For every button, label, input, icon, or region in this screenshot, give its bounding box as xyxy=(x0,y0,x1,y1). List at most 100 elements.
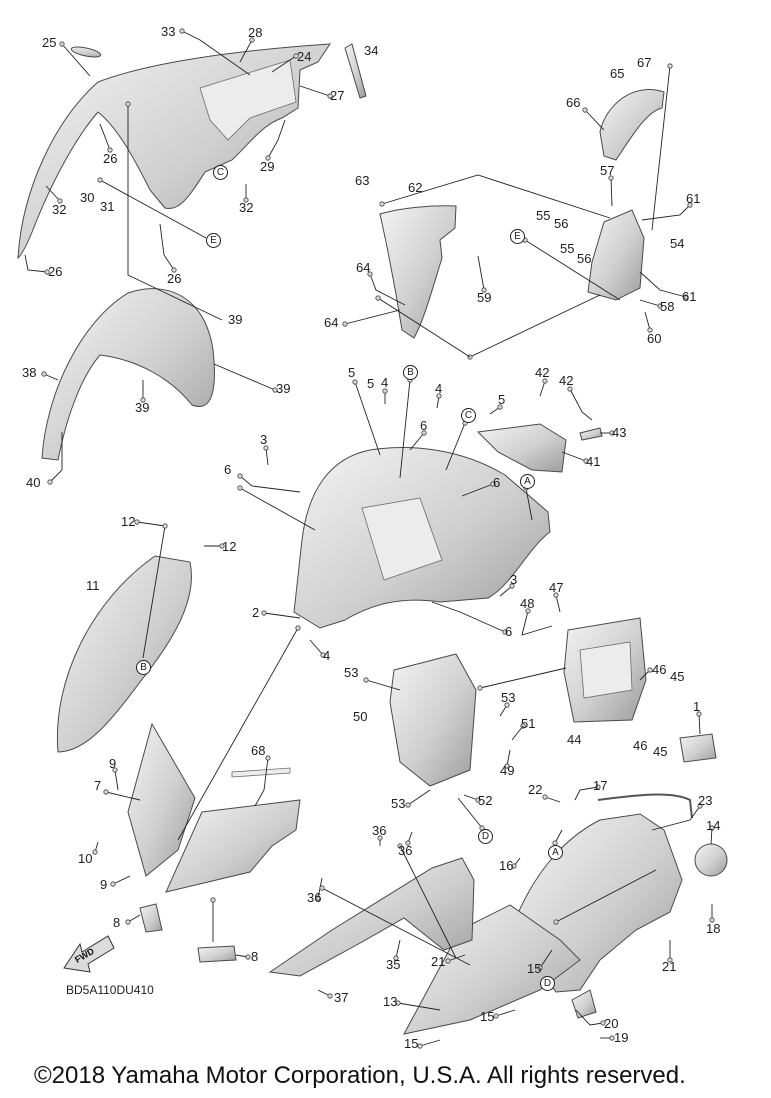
fastener xyxy=(609,430,615,436)
fastener xyxy=(179,28,185,34)
reference-mark: E xyxy=(510,229,525,244)
leader-line xyxy=(569,388,593,421)
fastener xyxy=(502,629,508,635)
part-number-callout: 55 xyxy=(560,241,575,256)
leader-line xyxy=(254,757,269,807)
part-number-callout: 18 xyxy=(706,921,721,936)
wire-harness xyxy=(597,793,693,819)
leader-line xyxy=(299,85,331,97)
part-number-callout: 46 xyxy=(633,738,648,753)
leader-line xyxy=(525,487,533,521)
leader-line xyxy=(521,610,553,636)
leader-line xyxy=(555,594,561,613)
reference-mark: C xyxy=(213,165,228,180)
leader-line xyxy=(321,887,471,966)
leader-line xyxy=(539,380,546,397)
small-clip xyxy=(579,427,603,441)
leader-line xyxy=(24,254,48,273)
diagram-code: BD5A110DU410 xyxy=(66,983,154,997)
leader-line xyxy=(495,1009,516,1017)
part-number-callout: 9 xyxy=(109,756,117,771)
fastener xyxy=(382,388,388,394)
part-number-callout: 43 xyxy=(612,425,627,440)
reference-mark: B xyxy=(403,365,418,380)
part-number-callout: 10 xyxy=(78,851,93,866)
fastener xyxy=(647,667,653,673)
fastener xyxy=(320,652,326,658)
fastener xyxy=(265,755,271,761)
lower-left-panel xyxy=(268,857,475,977)
fastener xyxy=(582,107,588,113)
leader-line xyxy=(409,432,425,451)
leader-line xyxy=(105,791,141,801)
part-number-callout: 62 xyxy=(408,180,423,195)
fastener xyxy=(683,294,689,300)
part-number-callout: 13 xyxy=(383,994,398,1009)
part-number-callout: 53 xyxy=(391,796,406,811)
leader-line xyxy=(114,769,119,791)
part-number-callout: 58 xyxy=(660,299,675,314)
reference-mark: D xyxy=(540,976,555,991)
fastener xyxy=(600,1020,606,1026)
fastener xyxy=(553,592,559,598)
part-number-callout: 4 xyxy=(323,648,331,663)
fastener xyxy=(375,295,381,301)
leader-line xyxy=(524,239,621,301)
fastener xyxy=(103,789,109,795)
fastener xyxy=(47,479,53,485)
part-number-callout: 42 xyxy=(559,373,574,388)
leader-line xyxy=(381,174,611,219)
reference-mark: D xyxy=(478,829,493,844)
inner-panel xyxy=(379,205,457,339)
part-number-callout: 12 xyxy=(121,514,136,529)
fastener xyxy=(342,321,348,327)
leader-line xyxy=(399,845,457,959)
fastener xyxy=(377,835,383,841)
fastener xyxy=(57,198,63,204)
fastener xyxy=(243,197,249,203)
leader-line xyxy=(469,294,601,358)
leader-line xyxy=(457,797,483,829)
fastener xyxy=(537,965,543,971)
leader-line xyxy=(407,789,431,806)
leader-line xyxy=(181,30,251,76)
leader-line xyxy=(445,422,466,471)
fastener xyxy=(657,303,663,309)
part-number-callout: 52 xyxy=(478,793,493,808)
part-number-callout: 4 xyxy=(381,375,389,390)
fastener xyxy=(237,485,243,491)
fastener xyxy=(477,685,483,691)
fastener xyxy=(608,175,614,181)
part-number-callout: 5 xyxy=(348,365,356,380)
fastener xyxy=(504,763,510,769)
part-number-callout: 32 xyxy=(239,200,254,215)
fastener xyxy=(140,397,146,403)
fastener xyxy=(520,723,526,729)
part-number-callout: 8 xyxy=(113,915,121,930)
leader-line xyxy=(45,185,61,202)
fastener xyxy=(272,387,278,393)
leader-line xyxy=(127,104,223,321)
leader-line xyxy=(267,119,286,159)
fastener xyxy=(327,993,333,999)
part-number-callout: 36 xyxy=(307,890,322,905)
fastener xyxy=(504,702,510,708)
part-number-callout: 41 xyxy=(586,454,601,469)
meter-bracket xyxy=(587,209,645,301)
part-number-callout: 35 xyxy=(386,957,401,972)
leader-line xyxy=(539,949,553,969)
part-number-callout: 21 xyxy=(431,954,446,969)
part-number-callout: 67 xyxy=(637,55,652,70)
fastener xyxy=(315,895,321,901)
fastener xyxy=(583,458,589,464)
bracket-detail xyxy=(579,641,633,699)
part-number-callout: 63 xyxy=(355,173,370,188)
part-number-callout: 49 xyxy=(500,763,515,778)
fastener xyxy=(265,155,271,161)
part-number-callout: 53 xyxy=(344,665,359,680)
part-number-callout: 11 xyxy=(86,578,100,593)
leader-line xyxy=(263,612,301,619)
part-number-callout: 68 xyxy=(251,743,266,758)
